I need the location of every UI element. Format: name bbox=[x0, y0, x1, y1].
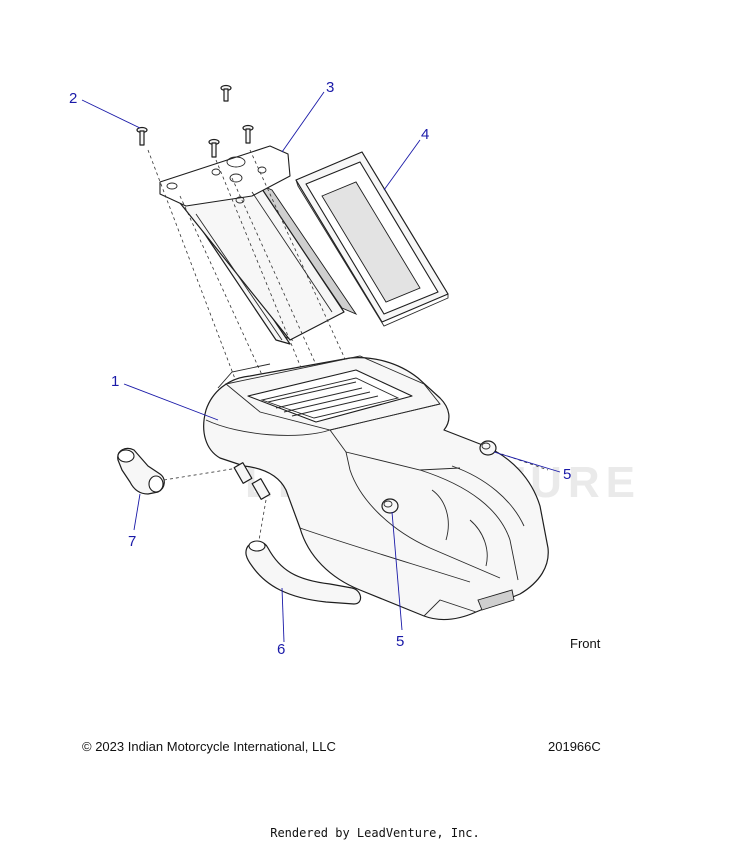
part-3-bracket[interactable] bbox=[159, 145, 358, 345]
render-footer: Rendered by LeadVenture, Inc. bbox=[270, 826, 480, 840]
part-2-bolts[interactable] bbox=[136, 84, 254, 158]
part-7-elbow-hose[interactable] bbox=[117, 447, 165, 495]
bolt bbox=[136, 126, 148, 146]
callout-5-lower[interactable]: 5 bbox=[396, 633, 404, 650]
callout-5-right[interactable]: 5 bbox=[563, 466, 571, 483]
callout-4[interactable]: 4 bbox=[421, 126, 429, 143]
part-4-filter[interactable] bbox=[295, 151, 449, 327]
orientation-label: Front bbox=[570, 636, 601, 651]
part-5-grommet-lower[interactable] bbox=[381, 498, 399, 514]
callout-6[interactable]: 6 bbox=[277, 641, 285, 658]
leader-lines bbox=[81, 91, 561, 643]
callout-2[interactable]: 2 bbox=[69, 90, 77, 107]
part-5-grommet-right[interactable] bbox=[479, 440, 497, 456]
callout-7[interactable]: 7 bbox=[128, 533, 136, 550]
part-1-housing[interactable] bbox=[203, 355, 549, 621]
callout-1[interactable]: 1 bbox=[111, 373, 119, 390]
bolt bbox=[220, 84, 232, 102]
part-6-hose[interactable] bbox=[245, 540, 362, 605]
copyright-notice: © 2023 Indian Motorcycle International, … bbox=[82, 739, 336, 754]
bolt bbox=[208, 138, 220, 158]
bolt bbox=[242, 124, 254, 144]
drawing-number: 201966C bbox=[548, 739, 601, 754]
housing-fitting bbox=[233, 462, 271, 500]
callout-3[interactable]: 3 bbox=[326, 79, 334, 96]
